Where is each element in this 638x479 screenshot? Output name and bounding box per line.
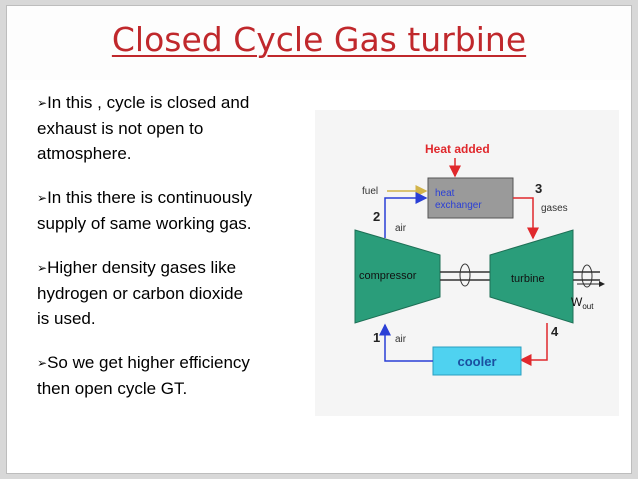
bullet-item: ➢Higher density gases like hydrogen or c… — [37, 258, 244, 328]
state-3-label: 3 — [535, 181, 542, 196]
state-2-label: 2 — [373, 209, 380, 224]
turbine-body — [489, 229, 574, 324]
compressor-body — [354, 229, 441, 324]
state-4-label: 4 — [551, 324, 559, 339]
arrow-bullet-icon: ➢ — [37, 96, 48, 110]
arrow-bullet-icon: ➢ — [37, 191, 48, 205]
output-rotation-icon — [581, 264, 593, 288]
bullet-item: ➢So we get higher efficiency then open c… — [37, 353, 250, 398]
work-out-label: Wout — [571, 295, 594, 311]
state-1-label: 1 — [373, 330, 380, 345]
hot-gas-line-4 — [519, 323, 548, 366]
gases-label: gases — [541, 203, 568, 214]
heat-exchanger-label: heat — [435, 188, 455, 199]
arrow-bullet-icon: ➢ — [37, 261, 48, 275]
slide: Closed Cycle Gas turbine ➢In this , cycl… — [6, 5, 632, 474]
air-top-label: air — [395, 223, 407, 234]
heat-added-label: Heat added — [425, 142, 490, 156]
arrow-bullet-icon: ➢ — [37, 356, 48, 370]
bullet-list: ➢In this , cycle is closed and exhaust i… — [37, 90, 312, 420]
heat-exchanger-label: exchanger — [435, 200, 482, 211]
closed-cycle-diagram: Heat added heat exchanger fuel 3 gases 2… — [315, 110, 619, 416]
cooler-box — [432, 346, 522, 376]
cooler-label: cooler — [457, 354, 496, 369]
compressor-label: compressor — [359, 270, 417, 282]
turbine-label: turbine — [511, 273, 545, 285]
slide-title: Closed Cycle Gas turbine — [111, 20, 527, 59]
diagram-svg: Heat added heat exchanger fuel 3 gases 2… — [354, 142, 605, 376]
cold-air-line-2 — [384, 192, 428, 238]
bullet-item: ➢In this , cycle is closed and exhaust i… — [37, 93, 250, 163]
shaft-rotation-icon — [459, 263, 471, 287]
air-bottom-label: air — [395, 334, 407, 345]
title-bar: Closed Cycle Gas turbine — [7, 6, 631, 80]
cold-air-line-1 — [379, 323, 433, 362]
hot-gas-line-3 — [513, 197, 539, 240]
bullet-item: ➢In this there is continuously supply of… — [37, 188, 253, 233]
fuel-label: fuel — [362, 186, 378, 197]
